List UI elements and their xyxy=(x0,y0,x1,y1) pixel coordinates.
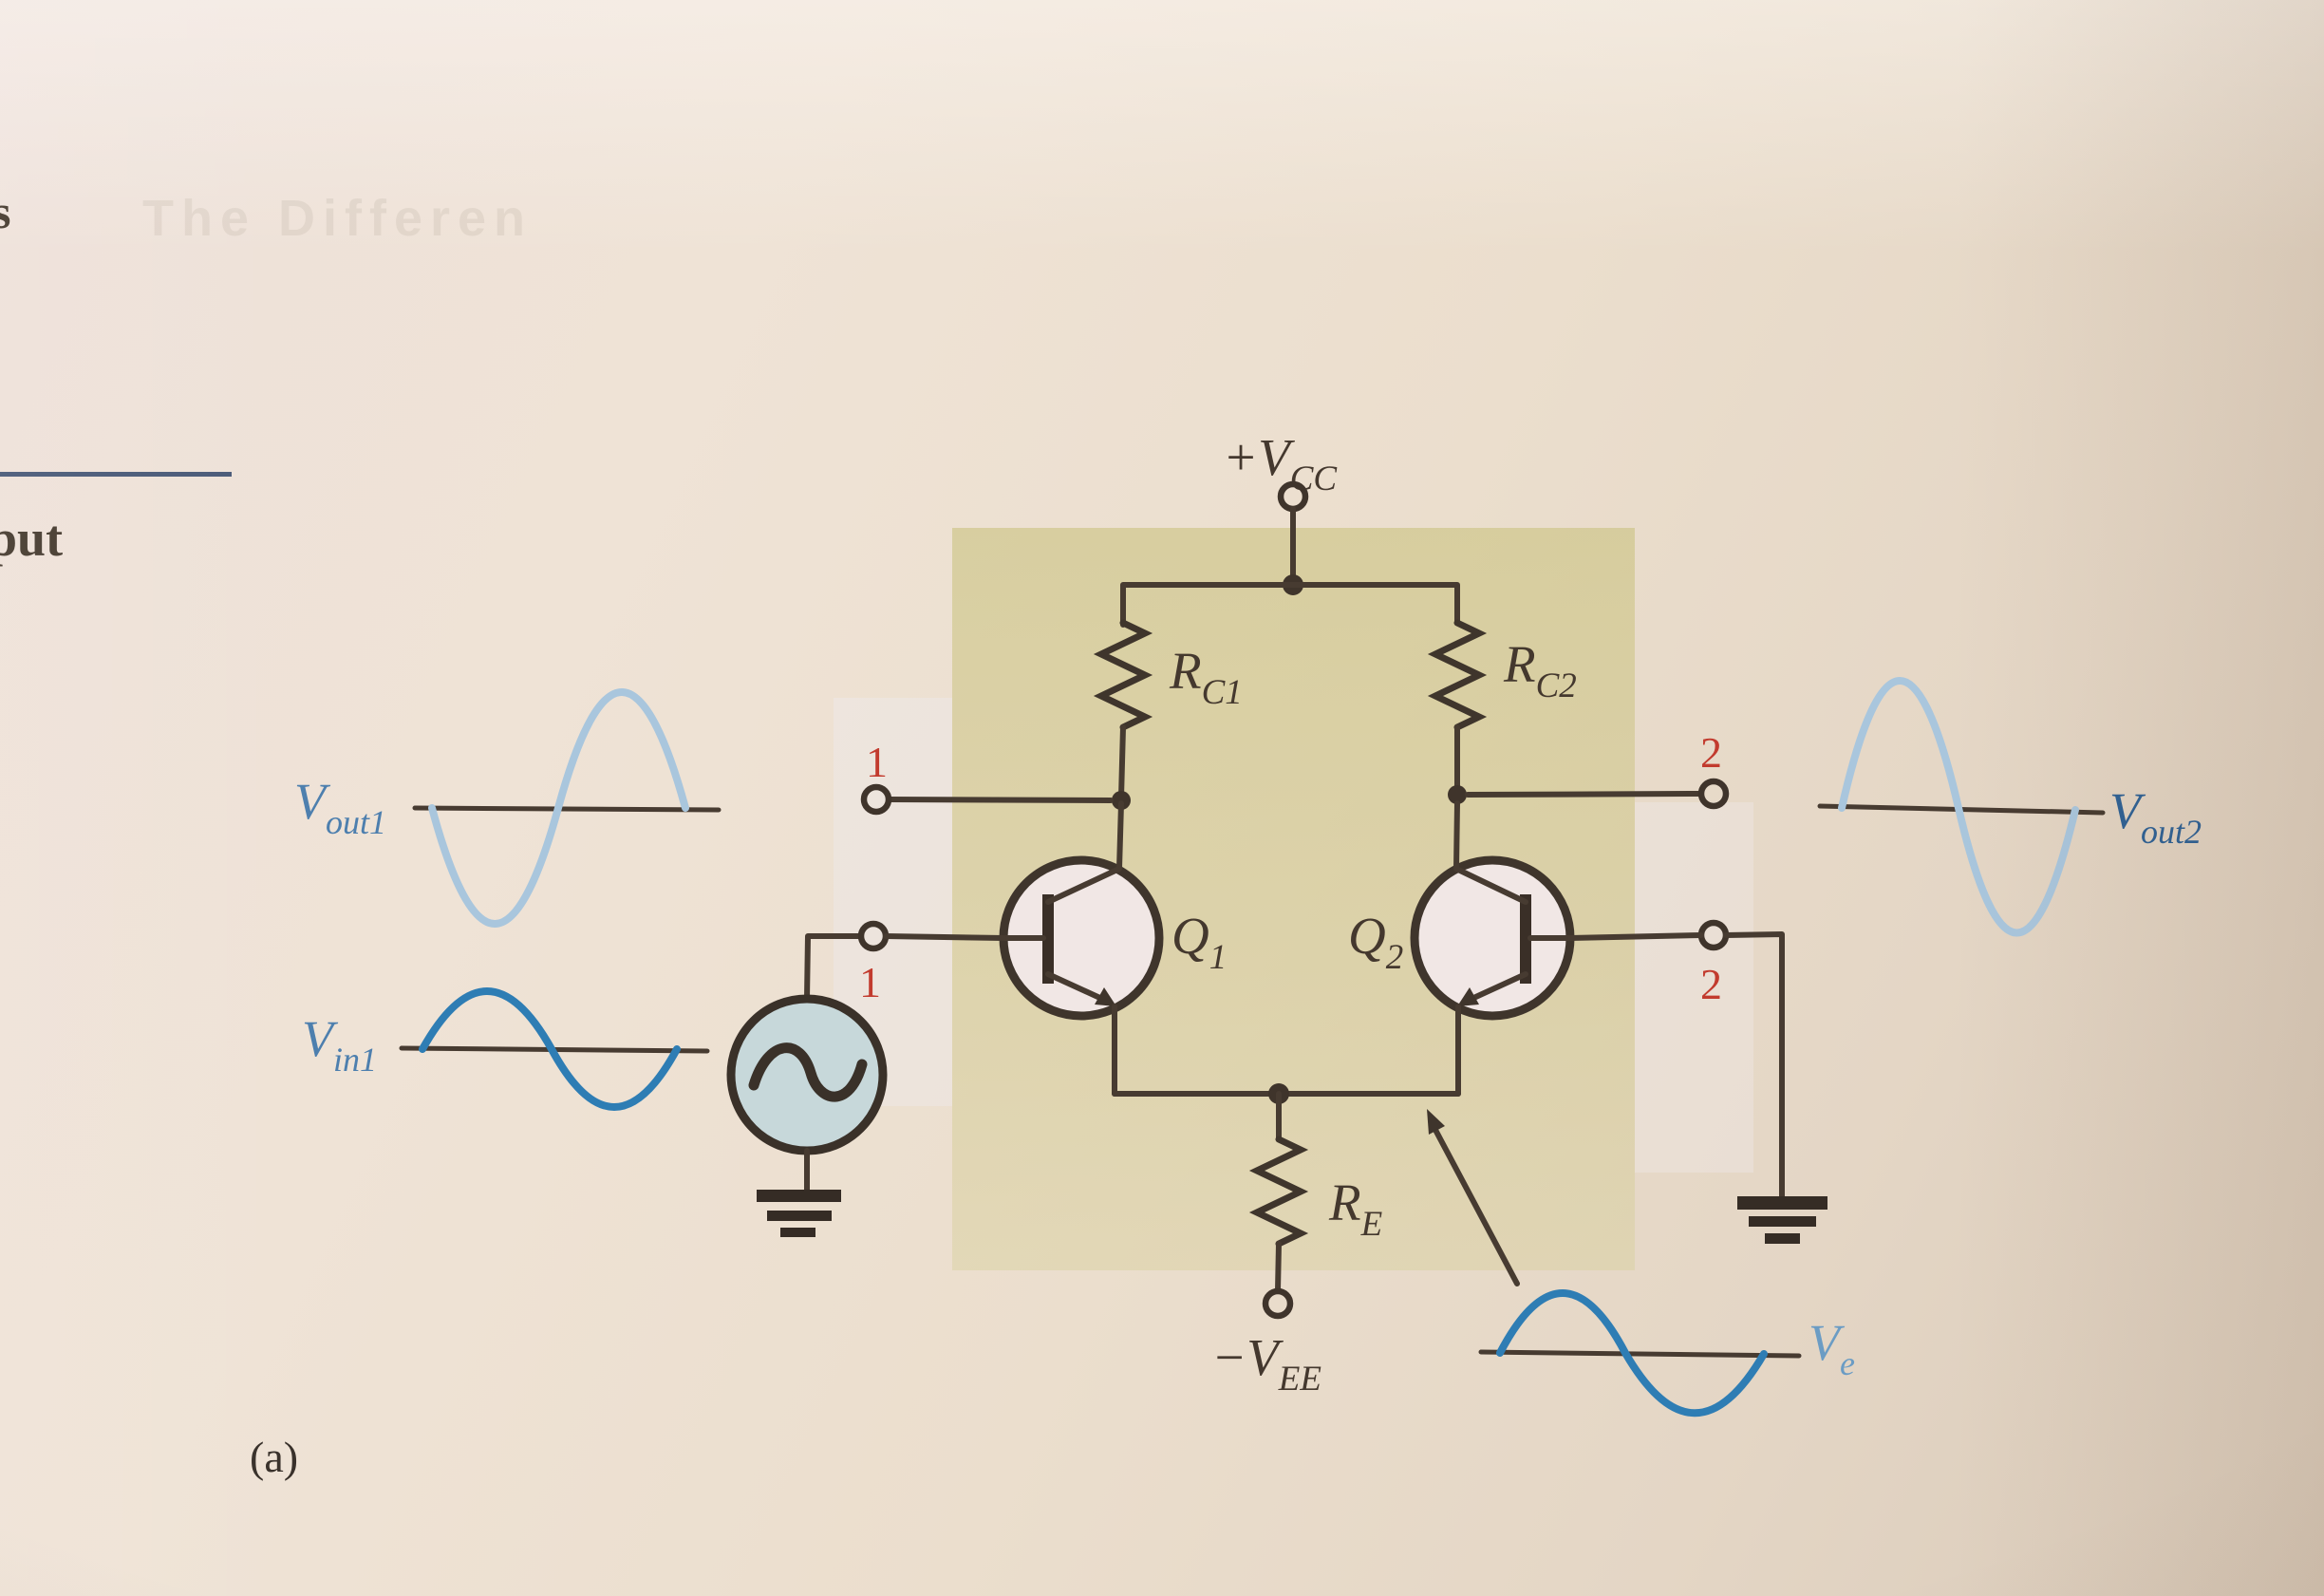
vin1-waveform xyxy=(419,987,681,1111)
left-ground-bar3 xyxy=(780,1228,815,1237)
vout2-waveform xyxy=(1838,677,2079,937)
vee-terminal xyxy=(1262,1287,1294,1320)
vin1-label: Vin1 xyxy=(302,1010,377,1079)
vee-stub-wire xyxy=(1275,1241,1282,1293)
ve-baseline xyxy=(1478,1349,1802,1359)
output1-numeral: 1 xyxy=(866,738,888,786)
page-sheen-band-right xyxy=(1635,802,1753,1173)
q2-label: Q2 xyxy=(1348,907,1403,977)
vcc-label: +VCC xyxy=(1223,428,1338,498)
right-ground-bar1 xyxy=(1737,1196,1827,1210)
input1-wire xyxy=(883,933,1006,941)
collector2-junction-dot xyxy=(1448,785,1467,804)
input2-ground-wire xyxy=(1723,931,1785,1199)
rc2-label: RC2 xyxy=(1503,635,1577,705)
left-ground-bar1 xyxy=(757,1190,841,1202)
ac-source-sine-icon xyxy=(748,1042,868,1102)
ghost-heading-text: The Differen xyxy=(142,190,533,247)
section-rule xyxy=(0,472,232,477)
output2-wire xyxy=(1465,791,1704,798)
input1-numeral: 1 xyxy=(859,958,881,1006)
q1-collector-lead xyxy=(1045,800,1124,905)
rc1-resistor xyxy=(1093,619,1153,731)
source-top-wire xyxy=(804,933,864,1002)
vee-label: −VEE xyxy=(1211,1328,1321,1399)
rc1-lower-wire xyxy=(1118,724,1126,800)
output2-terminal xyxy=(1697,778,1730,810)
ve-annotation-arrowhead xyxy=(1427,1109,1445,1135)
ve-label: Ve xyxy=(1809,1314,1855,1382)
ve-waveform xyxy=(1496,1289,1768,1418)
output2-numeral: 2 xyxy=(1700,728,1722,777)
rc2-resistor xyxy=(1427,619,1488,731)
page-edge-text-top: s xyxy=(0,185,10,238)
q2-emitter-arrowhead xyxy=(1457,987,1479,1006)
re-label: RE xyxy=(1328,1174,1382,1244)
q1-emitter-lead xyxy=(1045,971,1107,1003)
input2-numeral: 2 xyxy=(1700,960,1722,1008)
re-resistor xyxy=(1248,1136,1309,1248)
left-ground-bar2 xyxy=(767,1211,832,1221)
q1-emitter-arrowhead xyxy=(1095,987,1116,1006)
figure-caption: (a) xyxy=(250,1433,298,1481)
q1-label: Q1 xyxy=(1171,907,1227,977)
vout1-waveform xyxy=(428,688,689,928)
input2-wire xyxy=(1567,932,1704,941)
vout2-label: Vout2 xyxy=(2109,782,2202,851)
output1-terminal xyxy=(860,783,892,816)
ve-annotation-arrow-line xyxy=(1433,1127,1520,1286)
page-edge-text-mid: put xyxy=(0,510,63,567)
vout1-label: Vout1 xyxy=(294,773,386,841)
q2-emitter-lead xyxy=(1467,971,1528,1003)
q2-collector-lead xyxy=(1453,800,1528,905)
rc1-label: RC1 xyxy=(1169,642,1243,712)
top-rail-wire xyxy=(1120,582,1460,628)
vout1-baseline xyxy=(412,805,722,813)
right-ground-bar2 xyxy=(1749,1216,1816,1227)
output1-wire xyxy=(886,797,1114,803)
right-ground-bar3 xyxy=(1765,1233,1800,1244)
